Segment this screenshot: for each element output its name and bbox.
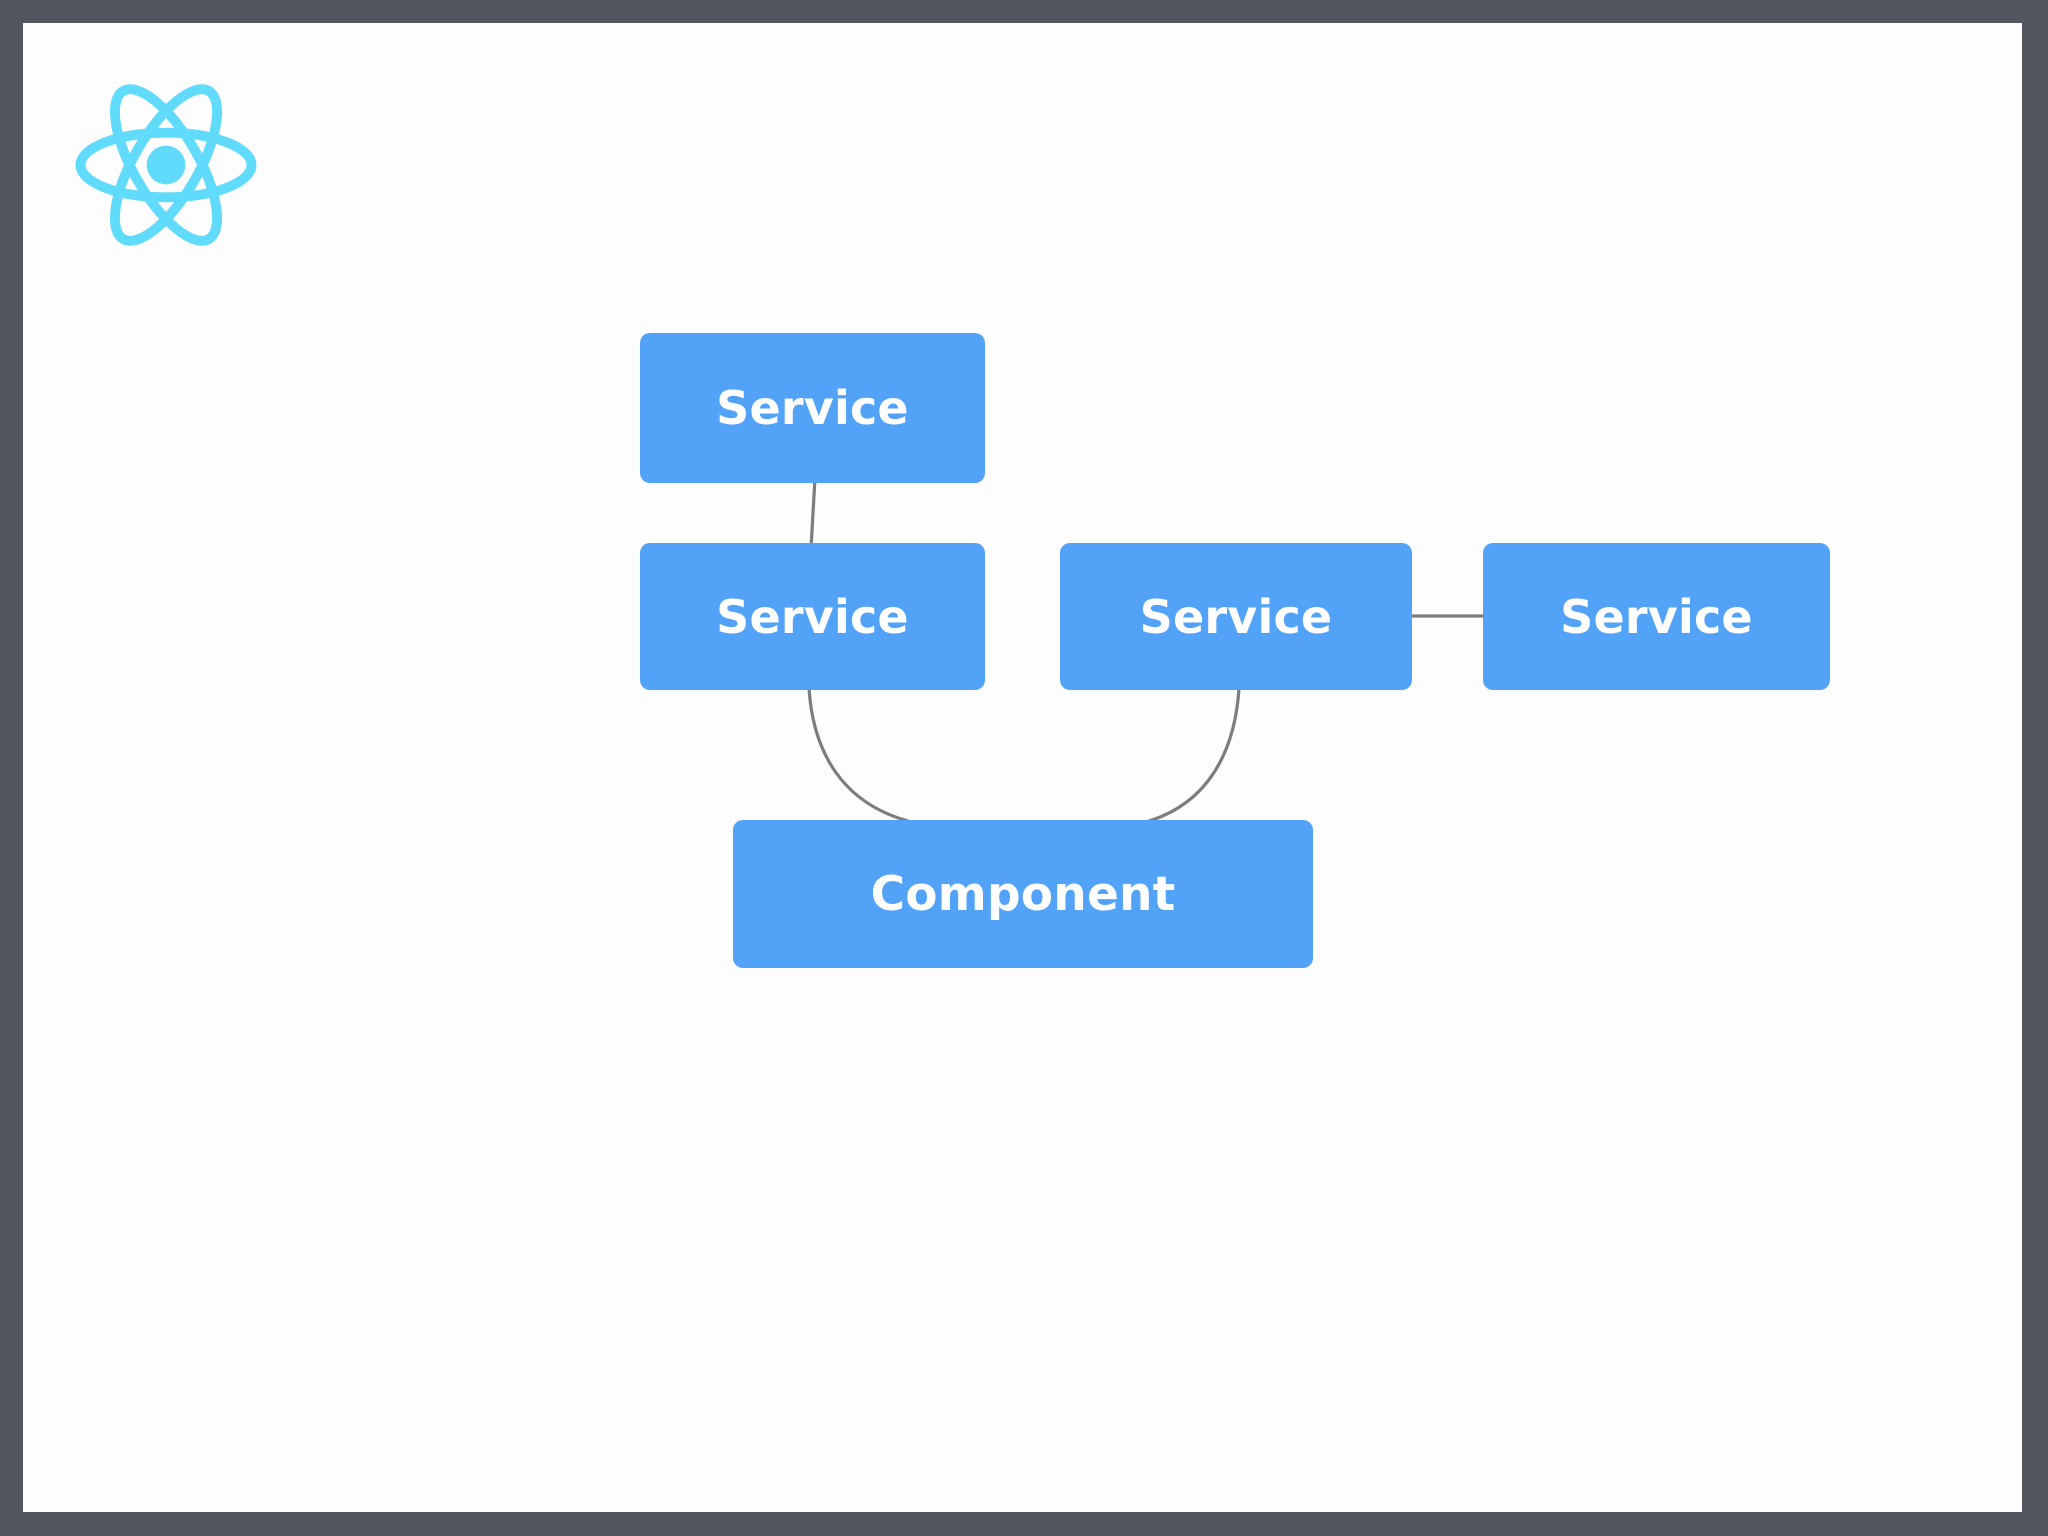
node-service-2[interactable]: Service bbox=[640, 543, 985, 690]
connector-layer bbox=[23, 23, 2022, 1512]
node-component-label: Component bbox=[870, 866, 1176, 922]
node-component[interactable]: Component bbox=[733, 820, 1313, 968]
node-service-1[interactable]: Service bbox=[640, 333, 985, 483]
node-service-3-label: Service bbox=[1139, 589, 1333, 644]
react-logo-nucleus bbox=[146, 145, 186, 185]
slide-canvas: Service Service Service Service Componen… bbox=[23, 23, 2022, 1512]
node-service-2-label: Service bbox=[716, 589, 909, 644]
react-logo-orbits bbox=[75, 84, 257, 246]
react-logo bbox=[71, 70, 261, 260]
edge-service3-component bbox=[1147, 686, 1241, 823]
edge-service2-component bbox=[807, 686, 910, 823]
node-service-3[interactable]: Service bbox=[1060, 543, 1412, 690]
node-service-1-label: Service bbox=[716, 381, 909, 435]
node-service-4[interactable]: Service bbox=[1483, 543, 1830, 690]
node-service-4-label: Service bbox=[1560, 589, 1753, 644]
